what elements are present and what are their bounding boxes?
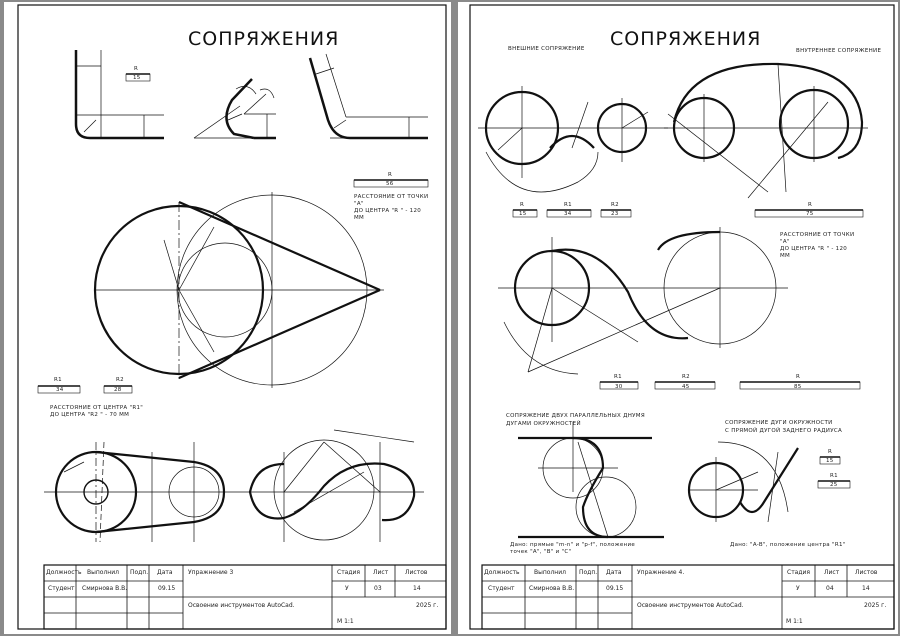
tb-sheet: 03	[374, 585, 382, 592]
tb-h-sign: Подп.	[579, 569, 598, 576]
dim-label: R2	[611, 202, 619, 208]
dim-value: 56	[386, 181, 394, 187]
tb-scale: М 1:1	[786, 618, 803, 625]
dim-value: 45	[682, 384, 690, 390]
dim-value: 23	[611, 211, 619, 217]
note-line: РАССТОЯНИЕ ОТ ЦЕНТРА "R1"	[50, 405, 144, 411]
dim-value: 15	[133, 75, 141, 81]
label-arc-line: СОПРЯЖЕНИЕ ДУГИ ОКРУЖНОСТИ	[725, 420, 833, 426]
note-line: ММ	[780, 253, 791, 259]
sheet-1-drawing	[17, 4, 447, 630]
tb-author: Смирнова В.В.	[529, 585, 575, 592]
given-left: точек "A", "B" и "C"	[510, 549, 572, 555]
parallel-lines-fillet	[518, 422, 664, 539]
dim-value: 34	[564, 211, 572, 217]
drawing-sheet-2: СОПРЯЖЕНИЯ ВНЕШНИЕ СОПРЯЖЕНИЕ ВНУТРЕННЕЕ…	[458, 2, 898, 634]
given-left: Дано: прямые "m-n" и "p-f", положение	[510, 542, 636, 548]
tb-h-position: Должность	[46, 569, 82, 576]
tb-sheets: 14	[413, 585, 421, 592]
tb-year: 2025 г.	[864, 602, 887, 609]
tb-exercise: Упражнение 3	[188, 569, 234, 576]
drawing-sheet-1: СОПРЯЖЕНИЯ R 15 R 56 РАССТОЯНИЕ ОТ ТОЧКИ…	[4, 2, 451, 634]
dim-label: R2	[116, 377, 124, 383]
tangent-from-point-construction	[93, 192, 384, 388]
note-line: ДО ЦЕНТРА "R2 " - 70 ММ	[50, 412, 130, 418]
dim-value: 30	[615, 384, 623, 390]
tb-position: Студент	[48, 585, 75, 592]
note-line: "А"	[354, 201, 364, 207]
dim-value: 75	[806, 211, 814, 217]
external-fillet-construction	[478, 86, 668, 193]
dim-value: 15	[519, 211, 527, 217]
tb-stage: У	[796, 585, 800, 592]
tb-author: Смирнова В.В.	[82, 585, 128, 592]
tb-h-sheets: Листов	[405, 569, 428, 576]
dim-value: 85	[794, 384, 802, 390]
arc-line-fillet	[687, 441, 851, 523]
dim-value: 25	[830, 482, 838, 488]
dim-label: R	[388, 172, 393, 178]
tb-h-done: Выполнил	[534, 569, 566, 576]
tb-year: 2025 г.	[416, 602, 439, 609]
dim-label: R	[520, 202, 525, 208]
dim-label: R	[134, 66, 139, 72]
tb-h-sheets: Листов	[855, 569, 878, 576]
tb-exercise: Упражнение 4.	[637, 569, 685, 576]
note-line: ДО ЦЕНТРА "R " - 120	[780, 246, 848, 252]
fillet-acute-angle	[193, 78, 276, 140]
dim-label: R1	[54, 377, 62, 383]
tb-h-sheet: Лист	[824, 569, 840, 576]
note-line: "А"	[780, 239, 790, 245]
dim-label: R	[808, 202, 813, 208]
tb-stage: У	[345, 585, 349, 592]
tb-position: Студент	[488, 585, 515, 592]
tb-h-stage: Стадия	[787, 569, 811, 576]
tb-subject: Освоение инструментов AutoCad.	[637, 602, 744, 609]
given-right: Дано: "A-B", положение центра "R1"	[730, 542, 846, 548]
dim-label: R	[796, 374, 801, 380]
title-block-2	[481, 564, 895, 630]
note-line: РАССТОЯНИЕ ОТ ТОЧКИ	[780, 232, 855, 238]
tb-h-date: Дата	[157, 569, 173, 576]
large-arc-construction	[498, 227, 788, 375]
dim-value: 34	[56, 387, 64, 393]
tb-sheet: 04	[826, 585, 834, 592]
sheet-title: СОПРЯЖЕНИЯ	[188, 28, 340, 50]
tb-h-stage: Стадия	[337, 569, 361, 576]
tb-h-sign: Подп.	[130, 569, 149, 576]
belt-construction	[44, 441, 244, 543]
dim-value: 28	[114, 387, 122, 393]
tb-subject: Освоение инструментов AutoCad.	[188, 602, 295, 609]
dim-label: R2	[682, 374, 690, 380]
label-arc-line: С ПРЯМОЙ ДУГОЙ ЗАДНЕГО РАДИУСА	[725, 428, 843, 434]
fillet-right-angle	[74, 50, 164, 140]
fillet-obtuse-angle	[308, 53, 428, 140]
tb-h-position: Должность	[484, 569, 520, 576]
tb-date: 09.15	[606, 585, 624, 592]
note-line: ММ	[354, 215, 365, 221]
dim-label: R1	[830, 473, 838, 479]
tb-h-date: Дата	[606, 569, 622, 576]
dim-label: R	[828, 449, 833, 455]
label-parallel: ДУГАМИ ОКРУЖНОСТЕЙ	[506, 421, 581, 427]
sheet-2-drawing	[469, 4, 895, 630]
label-internal: ВНУТРЕННЕЕ СОПРЯЖЕНИЕ	[796, 48, 882, 54]
sheet-title: СОПРЯЖЕНИЯ	[610, 28, 762, 50]
title-block-1	[43, 564, 447, 630]
tb-h-done: Выполнил	[87, 569, 119, 576]
tb-h-sheet: Лист	[373, 569, 389, 576]
tb-date: 09.15	[158, 585, 176, 592]
tb-sheets: 14	[862, 585, 870, 592]
note-line: РАССТОЯНИЕ ОТ ТОЧКИ	[354, 194, 429, 200]
s-curve-construction	[244, 429, 424, 542]
note-line: ДО ЦЕНТРА "R " - 120	[354, 208, 422, 214]
label-external: ВНЕШНИЕ СОПРЯЖЕНИЕ	[508, 46, 585, 52]
label-parallel: СОПРЯЖЕНИЕ ДВУХ ПАРАЛЛЕЛЬНЫХ ДНУМЯ	[506, 413, 645, 419]
internal-fillet-construction	[664, 62, 868, 199]
dim-value: 15	[826, 458, 834, 464]
dim-label: R1	[564, 202, 572, 208]
tb-scale: М 1:1	[337, 618, 354, 625]
dim-label: R1	[614, 374, 622, 380]
